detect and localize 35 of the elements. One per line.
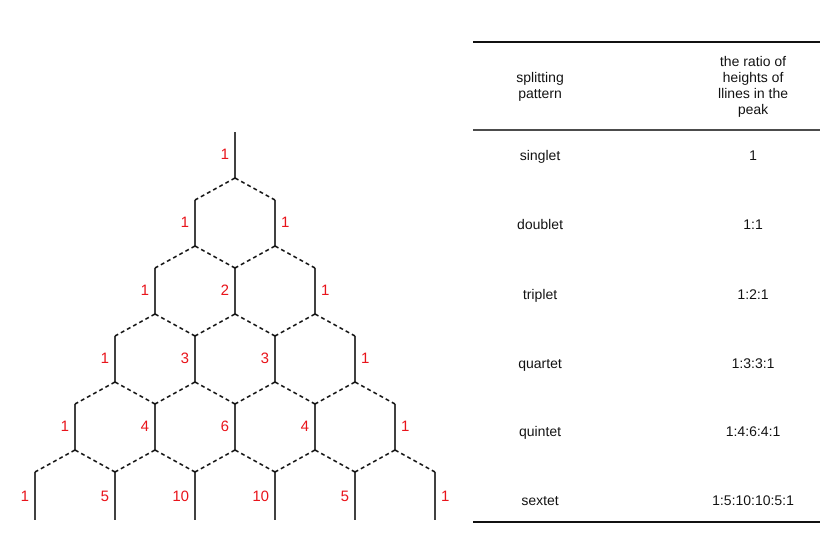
intensity-number: 1	[401, 418, 410, 436]
table-cell: quartet	[518, 355, 562, 371]
intensity-number: 1	[180, 214, 189, 232]
column-header: splitting pattern	[515, 69, 565, 101]
intensity-number: 5	[340, 488, 349, 506]
table-cell: doublet	[517, 216, 563, 232]
intensity-number: 2	[220, 282, 229, 300]
intensity-number: 5	[100, 488, 109, 506]
table-cell: 1:2:1	[737, 286, 769, 302]
intensity-number: 4	[140, 418, 149, 436]
intensity-number: 3	[180, 350, 189, 368]
table-cell: 1	[749, 147, 757, 163]
table-cell: 1:3:3:1	[732, 355, 774, 371]
table-cell: quintet	[518, 423, 562, 439]
table-cell: 1:4:6:4:1	[726, 423, 780, 439]
intensity-number: 1	[441, 488, 450, 506]
intensity-number: 4	[300, 418, 309, 436]
table-cell: 1:1	[743, 216, 763, 232]
table-cell: triplet	[522, 286, 558, 302]
intensity-number: 6	[220, 418, 229, 436]
intensity-number: 1	[140, 282, 149, 300]
intensity-number: 1	[361, 350, 370, 368]
intensity-number: 10	[171, 488, 189, 506]
intensity-number: 1	[220, 146, 229, 164]
table-cell: singlet	[520, 147, 560, 163]
table-cell: 1:5:10:10:5:1	[712, 492, 794, 508]
intensity-number: 1	[100, 350, 109, 368]
intensity-number: 10	[251, 488, 269, 506]
intensity-number: 1	[321, 282, 330, 300]
intensity-number: 1	[60, 418, 69, 436]
intensity-number: 1	[20, 488, 29, 506]
intensity-number: 1	[281, 214, 290, 232]
intensity-number: 3	[260, 350, 269, 368]
column-header: the ratio of heights of llines in the peak	[716, 53, 790, 117]
table-cell: sextet	[521, 492, 559, 508]
